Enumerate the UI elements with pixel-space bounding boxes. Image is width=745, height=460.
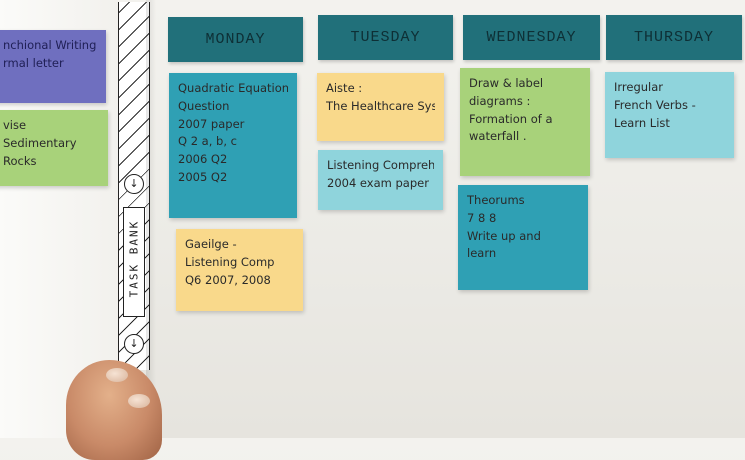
note-line: Sedimentary bbox=[3, 135, 77, 150]
task-bank-label: TASK BANK bbox=[127, 219, 141, 298]
note-line: learn bbox=[467, 246, 497, 261]
fingernail bbox=[128, 394, 150, 408]
note-line: Write up and bbox=[467, 228, 541, 243]
note-line: diagrams : bbox=[469, 93, 531, 108]
note-line: The Healthcare System bbox=[326, 98, 435, 113]
note-line: Listening Comprehension bbox=[327, 158, 434, 172]
note-line: 2005 Q2 bbox=[178, 170, 228, 185]
note-line: Listening Comp bbox=[185, 254, 275, 269]
note-line: Theorums bbox=[467, 193, 525, 207]
note-line: Question bbox=[178, 98, 230, 113]
strip-shadow bbox=[146, 0, 156, 438]
thumbnail bbox=[106, 368, 128, 382]
note-tuesday-aiste[interactable]: Aiste : The Healthcare System bbox=[317, 73, 444, 141]
note-line: Draw & label bbox=[469, 76, 544, 90]
note-line: Rocks bbox=[3, 153, 37, 168]
note-line: 2004 exam paper bbox=[327, 175, 429, 190]
note-line: vise bbox=[3, 118, 27, 132]
day-header-tuesday: TUESDAY bbox=[318, 15, 453, 60]
note-line: Formation of a bbox=[469, 111, 553, 126]
task-bank-note-rocks[interactable]: vise Sedimentary Rocks bbox=[0, 110, 108, 186]
note-line: rmal letter bbox=[3, 55, 64, 70]
note-monday-quadratic[interactable]: Quadratic Equations Question 2007 paper … bbox=[169, 73, 297, 218]
note-wednesday-theorems[interactable]: Theorums 7 8 8 Write up and learn bbox=[458, 185, 588, 290]
note-line: 2007 paper bbox=[178, 116, 245, 131]
note-monday-gaeilge[interactable]: Gaeilge - Listening Comp Q6 2007, 2008 bbox=[176, 229, 303, 311]
note-line: Quadratic Equations bbox=[178, 81, 288, 95]
note-line: nchional Writing bbox=[3, 38, 97, 52]
task-bank-divider-strip: ↓ TASK BANK ↓ bbox=[118, 2, 150, 370]
task-bank-note-writing[interactable]: nchional Writing rmal letter bbox=[0, 30, 106, 103]
day-header-thursday: THURSDAY bbox=[606, 15, 742, 60]
note-line: waterfall . bbox=[469, 129, 527, 144]
note-line: Learn List bbox=[614, 115, 670, 130]
down-arrow-icon: ↓ bbox=[124, 334, 144, 354]
down-arrow-icon: ↓ bbox=[124, 174, 144, 194]
day-header-monday: MONDAY bbox=[168, 17, 303, 62]
note-wednesday-waterfall[interactable]: Draw & label diagrams : Formation of a w… bbox=[460, 68, 590, 176]
day-header-wednesday: WEDNESDAY bbox=[463, 15, 600, 60]
note-line: 2006 Q2 bbox=[178, 152, 228, 167]
note-line: 7 8 8 bbox=[467, 210, 497, 225]
note-line: Irregular bbox=[614, 80, 664, 94]
note-line: French Verbs - bbox=[614, 97, 696, 112]
note-line: Q 2 a, b, c bbox=[178, 134, 237, 149]
note-line: Aiste : bbox=[326, 81, 363, 95]
task-bank-label-box: TASK BANK bbox=[123, 207, 145, 317]
note-thursday-french[interactable]: Irregular French Verbs - Learn List bbox=[605, 72, 734, 158]
note-line: Gaeilge - bbox=[185, 237, 237, 251]
note-tuesday-listening[interactable]: Listening Comprehension 2004 exam paper bbox=[318, 150, 443, 210]
note-line: Q6 2007, 2008 bbox=[185, 272, 271, 287]
